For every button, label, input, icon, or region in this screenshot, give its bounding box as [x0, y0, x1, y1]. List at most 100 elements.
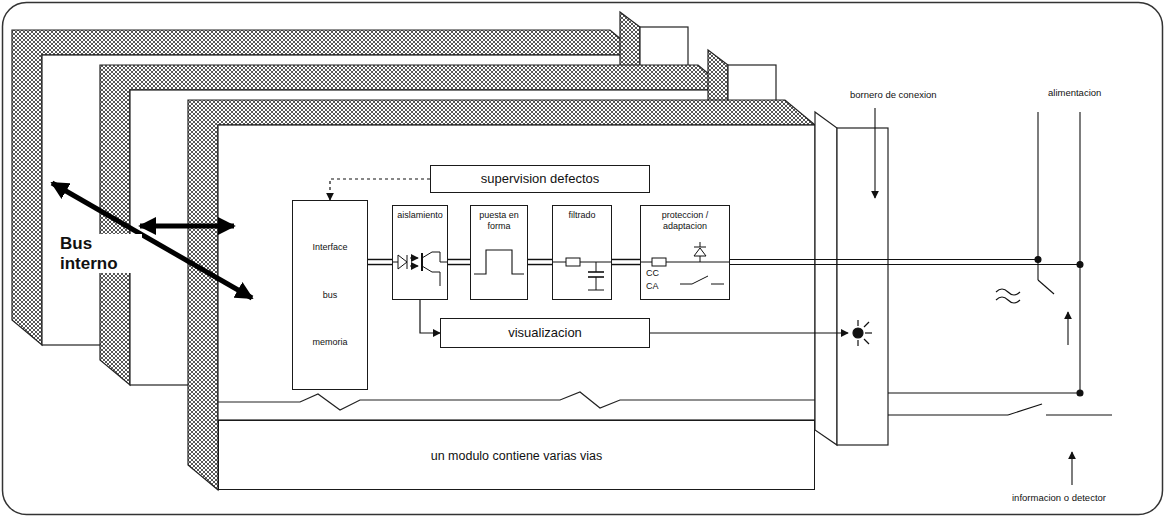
node-text: memoria	[296, 337, 364, 348]
indicator-led	[857, 320, 858, 326]
field-wiring	[730, 259, 1038, 260]
front-module	[218, 125, 815, 420]
protection-symbol	[694, 248, 706, 256]
field-wiring	[1035, 257, 1041, 263]
indicator-led	[857, 340, 858, 346]
node-text: puesta en forma	[474, 210, 524, 231]
front-module	[188, 100, 815, 490]
node-text: filtrado	[556, 210, 608, 221]
field-wiring	[888, 414, 1008, 415]
shaping-box: puesta en forma	[470, 205, 528, 300]
indicator-led	[865, 332, 872, 333]
field-wiring	[1046, 414, 1112, 415]
field-wiring	[1067, 312, 1068, 345]
connector-line	[528, 259, 552, 266]
field-wiring	[996, 297, 1020, 303]
protection-symbol	[700, 242, 701, 247]
field-wiring	[1008, 404, 1042, 415]
indicator-led	[853, 320, 872, 346]
field-wiring	[1071, 452, 1072, 485]
connector-line-inner	[368, 260, 392, 264]
node-text: visualizacion	[447, 325, 643, 340]
connector-line	[448, 259, 470, 266]
protection-symbol	[640, 242, 730, 284]
optocoupler-symbol	[392, 252, 448, 286]
protection-symbol	[640, 262, 652, 263]
field-wiring	[730, 264, 1080, 265]
node-text: supervision defectos	[437, 171, 643, 186]
visualization-arrow	[650, 332, 848, 333]
front-terminal-block	[815, 112, 888, 445]
field-wiring	[1079, 112, 1080, 393]
optocoupler-symbol	[410, 258, 418, 259]
field-wiring	[1037, 112, 1038, 280]
protection-symbol	[652, 258, 666, 266]
indicator-led	[853, 328, 863, 338]
connector	[420, 300, 440, 333]
node-text: bus	[296, 290, 364, 301]
indicator-led	[864, 322, 869, 327]
optocoupler-symbol	[422, 252, 448, 262]
connector	[448, 262, 470, 263]
detector-label: informacion o detector	[1010, 493, 1108, 504]
connector	[612, 262, 640, 263]
terminal-label: bornero de conexion	[848, 90, 939, 101]
filter-symbol	[588, 290, 604, 291]
node-text: CA	[644, 281, 726, 292]
field-wiring	[996, 289, 1020, 295]
bus-arrows	[52, 183, 252, 298]
filter-symbol	[552, 258, 612, 290]
frame	[3, 3, 1163, 515]
connector-line	[612, 259, 640, 266]
filter-symbol	[596, 277, 597, 290]
optocoupler-symbol	[421, 253, 423, 271]
bus-arrows	[140, 224, 234, 229]
indicator-led	[864, 339, 869, 344]
optocoupler-symbol	[422, 266, 440, 286]
filter-symbol	[588, 271, 604, 273]
node-text: proteccion / adaptacion	[644, 210, 726, 231]
optocoupler-symbol	[398, 255, 407, 269]
field-wiring	[1077, 390, 1083, 396]
connector	[528, 262, 552, 263]
field-wiring	[1077, 262, 1083, 268]
optocoupler-symbol	[410, 266, 418, 267]
protection-box: proteccion / adaptacionCC CA	[640, 205, 730, 300]
interface-box: Interface bus memoria	[292, 200, 368, 390]
protection-symbol	[666, 262, 730, 263]
filter-symbol	[596, 262, 597, 272]
connector	[368, 262, 392, 263]
optocoupler-symbol	[407, 255, 408, 269]
terminal-arrow	[874, 108, 875, 198]
connector-line	[420, 300, 440, 333]
node-text: Interface	[296, 242, 364, 253]
visualization-box: visualizacion	[440, 318, 650, 348]
protection-symbol	[700, 256, 701, 262]
front-module	[188, 100, 815, 490]
module-band: un modulo contiene varias vias	[218, 420, 815, 490]
connector-line-inner	[448, 260, 470, 264]
terminal-arrow	[874, 108, 875, 198]
visualization-arrow	[650, 332, 848, 333]
connector	[330, 179, 430, 200]
bus-label: Bus interno	[58, 234, 142, 273]
field-wiring	[888, 392, 1080, 393]
protection-symbol	[680, 284, 692, 285]
bus-arrows	[52, 183, 252, 298]
supply-label: alimentacion	[1046, 88, 1103, 99]
front-terminal-block	[815, 112, 837, 445]
node-text: CC	[644, 268, 726, 279]
pulse-symbol	[474, 250, 524, 274]
node-text: aislamiento	[396, 210, 444, 221]
supervision-box: supervision defectos	[430, 165, 650, 193]
node-text: un modulo contiene varias vias	[219, 449, 814, 464]
pulse-symbol	[474, 250, 524, 274]
connector-line-inner	[612, 260, 640, 264]
protection-symbol	[692, 276, 708, 284]
field-wiring	[1038, 280, 1054, 294]
connector-line	[368, 259, 392, 266]
filter-box: filtrado	[552, 205, 612, 300]
connector-line	[330, 179, 430, 200]
isolation-box: aislamiento	[392, 205, 448, 300]
